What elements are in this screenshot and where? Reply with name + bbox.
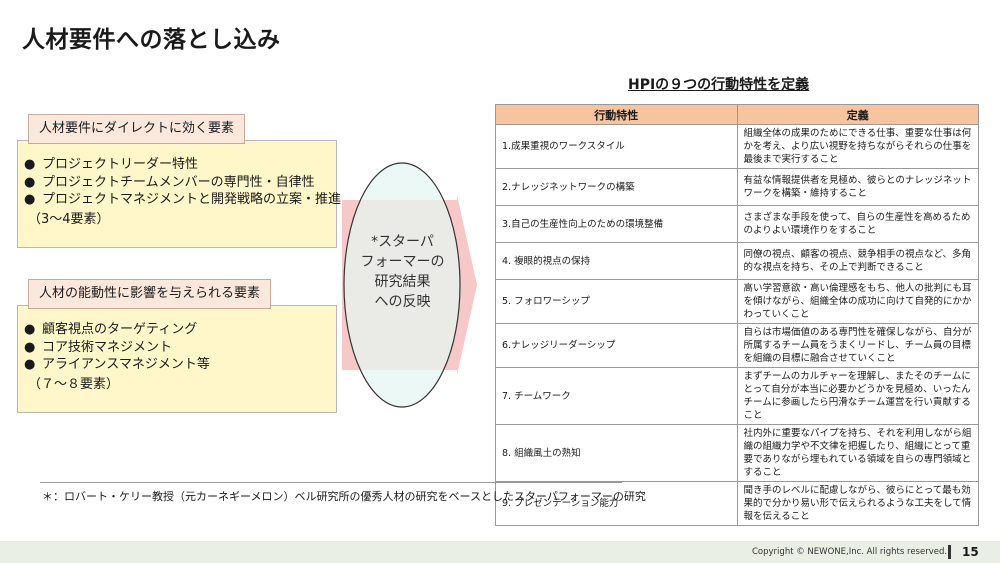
page-number: 15 bbox=[962, 545, 979, 559]
behavior-trait-cell: 3.自己の生産性向上のための環境整備 bbox=[495, 205, 738, 243]
direct-factors-list: ●プロジェクトリーダー特性 ●プロジェクトチームメンバーの専門性・自律性 ●プロ… bbox=[24, 156, 341, 209]
definition-cell: 有益な情報提供者を見極め、彼らとのナレッジネットワークを構築・維持すること bbox=[736, 168, 979, 206]
column-header: 定義 bbox=[736, 104, 979, 125]
copyright: Copyright © NEWONE,Inc. All rights reser… bbox=[752, 547, 948, 557]
hpi-table: 行動特性 定義 1.成果重視のワークスタイル組織全体の成果のためにできる仕事、重… bbox=[495, 104, 979, 526]
behavior-trait-cell: 2.ナレッジネットワークの構築 bbox=[495, 168, 738, 206]
research-oval bbox=[343, 162, 461, 408]
list-item: ●プロジェクトチームメンバーの専門性・自律性 bbox=[24, 174, 315, 190]
bullet-icon: ● bbox=[24, 157, 36, 172]
definition-cell: 自らは市場価値のある専門性を確保しながら、自分が所属するチーム員をうまくリードし… bbox=[736, 323, 979, 368]
definition-cell: 同僚の視点、顧客の視点、競争相手の視点など、多角的な視点を持ち、その上で判断でき… bbox=[736, 242, 979, 280]
footnote-divider bbox=[40, 482, 622, 483]
direct-factors-panel bbox=[17, 140, 337, 248]
behavior-trait-cell: 5. フォロワーシップ bbox=[495, 279, 738, 324]
table-row: 6.ナレッジリーダーシップ自らは市場価値のある専門性を確保しながら、自分が所属す… bbox=[495, 323, 979, 368]
table-row: 8. 組織風土の熟知社内外に重要なパイプを持ち、それを利用しながら組織の組織力学… bbox=[495, 424, 979, 482]
bullet-icon: ● bbox=[24, 357, 36, 372]
table-row: 1.成果重視のワークスタイル組織全体の成果のためにできる仕事、重要な仕事は何かを… bbox=[495, 124, 979, 169]
proactivity-factors-note: （７～８要素） bbox=[28, 377, 120, 392]
direct-factors-header: 人材要件にダイレクトに効く要素 bbox=[28, 114, 246, 144]
proactivity-factors-panel bbox=[17, 305, 337, 413]
list-item: ●プロジェクトリーダー特性 bbox=[24, 157, 199, 172]
page-separator bbox=[948, 545, 951, 559]
table-row: 7. チームワークまずチームのカルチャーを理解し、またそのチームにとって自分が本… bbox=[495, 367, 979, 425]
proactivity-factors-header: 人材の能動性に影響を与えられる要素 bbox=[28, 279, 272, 309]
column-header: 行動特性 bbox=[495, 104, 738, 125]
bullet-icon: ● bbox=[24, 339, 36, 355]
table-header-row: 行動特性 定義 bbox=[495, 104, 979, 125]
list-item: ●アライアンスマネジメント等 bbox=[24, 357, 210, 372]
list-item: ●プロジェクトマネジメントと開発戦略の立案・推進 bbox=[24, 192, 342, 207]
bullet-icon: ● bbox=[24, 322, 36, 337]
footer-bar bbox=[0, 541, 1000, 563]
star-performer-diagram bbox=[342, 162, 477, 408]
definition-cell: 高い学習意欲・高い倫理感をもち、他人の批判にも耳を傾けながら、組織全体の成功に向… bbox=[736, 279, 979, 324]
table-row: 2.ナレッジネットワークの構築有益な情報提供者を見極め、彼らとのナレッジネットワ… bbox=[495, 168, 979, 206]
direct-factors-note: （3～4要素） bbox=[28, 212, 110, 227]
definition-cell: 聞き手のレベルに配慮しながら、彼らにとって最も効果的で分かり易い形で伝えられるよ… bbox=[736, 481, 979, 526]
oval-label: *スターパ フォーマーの 研究結果 への反映 bbox=[360, 234, 445, 310]
footnote: ＊：ロバート・ケリー教授（元カーネギーメロン）ベル研究所の優秀人材の研究をベース… bbox=[42, 490, 646, 503]
definition-cell: まずチームのカルチャーを理解し、またそのチームにとって自分が本当に必要かどうかを… bbox=[736, 367, 979, 425]
behavior-trait-cell: 4. 複眼的視点の保持 bbox=[495, 242, 738, 280]
table-row: 5. フォロワーシップ高い学習意欲・高い倫理感をもち、他人の批判にも耳を傾けなが… bbox=[495, 279, 979, 324]
behavior-trait-cell: 7. チームワーク bbox=[495, 367, 738, 425]
proactivity-factors-list: ●顧客視点のターゲティング ●コア技術マネジメント ●アライアンスマネジメント等 bbox=[24, 321, 210, 374]
page-title: 人材要件への落とし込み bbox=[22, 27, 281, 53]
definition-cell: 組織全体の成果のためにできる仕事、重要な仕事は何かを考え、より広い視野を持ちなが… bbox=[736, 124, 979, 169]
definition-cell: 社内外に重要なパイプを持ち、それを利用しながら組織の組織力学や不文律を把握したり… bbox=[736, 424, 979, 482]
definition-cell: さまざまな手段を使って、自らの生産性を高めるためのよりよい環境作りをすること bbox=[736, 205, 979, 243]
bullet-icon: ● bbox=[24, 174, 36, 190]
table-row: 4. 複眼的視点の保持同僚の視点、顧客の視点、競争相手の視点など、多角的な視点を… bbox=[495, 242, 979, 280]
table-row: 3.自己の生産性向上のための環境整備さまざまな手段を使って、自らの生産性を高める… bbox=[495, 205, 979, 243]
behavior-trait-cell: 1.成果重視のワークスタイル bbox=[495, 124, 738, 169]
behavior-trait-cell: 8. 組織風土の熟知 bbox=[495, 424, 738, 482]
behavior-trait-cell: 6.ナレッジリーダーシップ bbox=[495, 323, 738, 368]
hpi-section-title: HPIの９つの行動特性を定義 bbox=[628, 77, 810, 93]
bullet-icon: ● bbox=[24, 192, 36, 207]
list-item: ●コア技術マネジメント bbox=[24, 339, 173, 355]
list-item: ●顧客視点のターゲティング bbox=[24, 322, 198, 337]
